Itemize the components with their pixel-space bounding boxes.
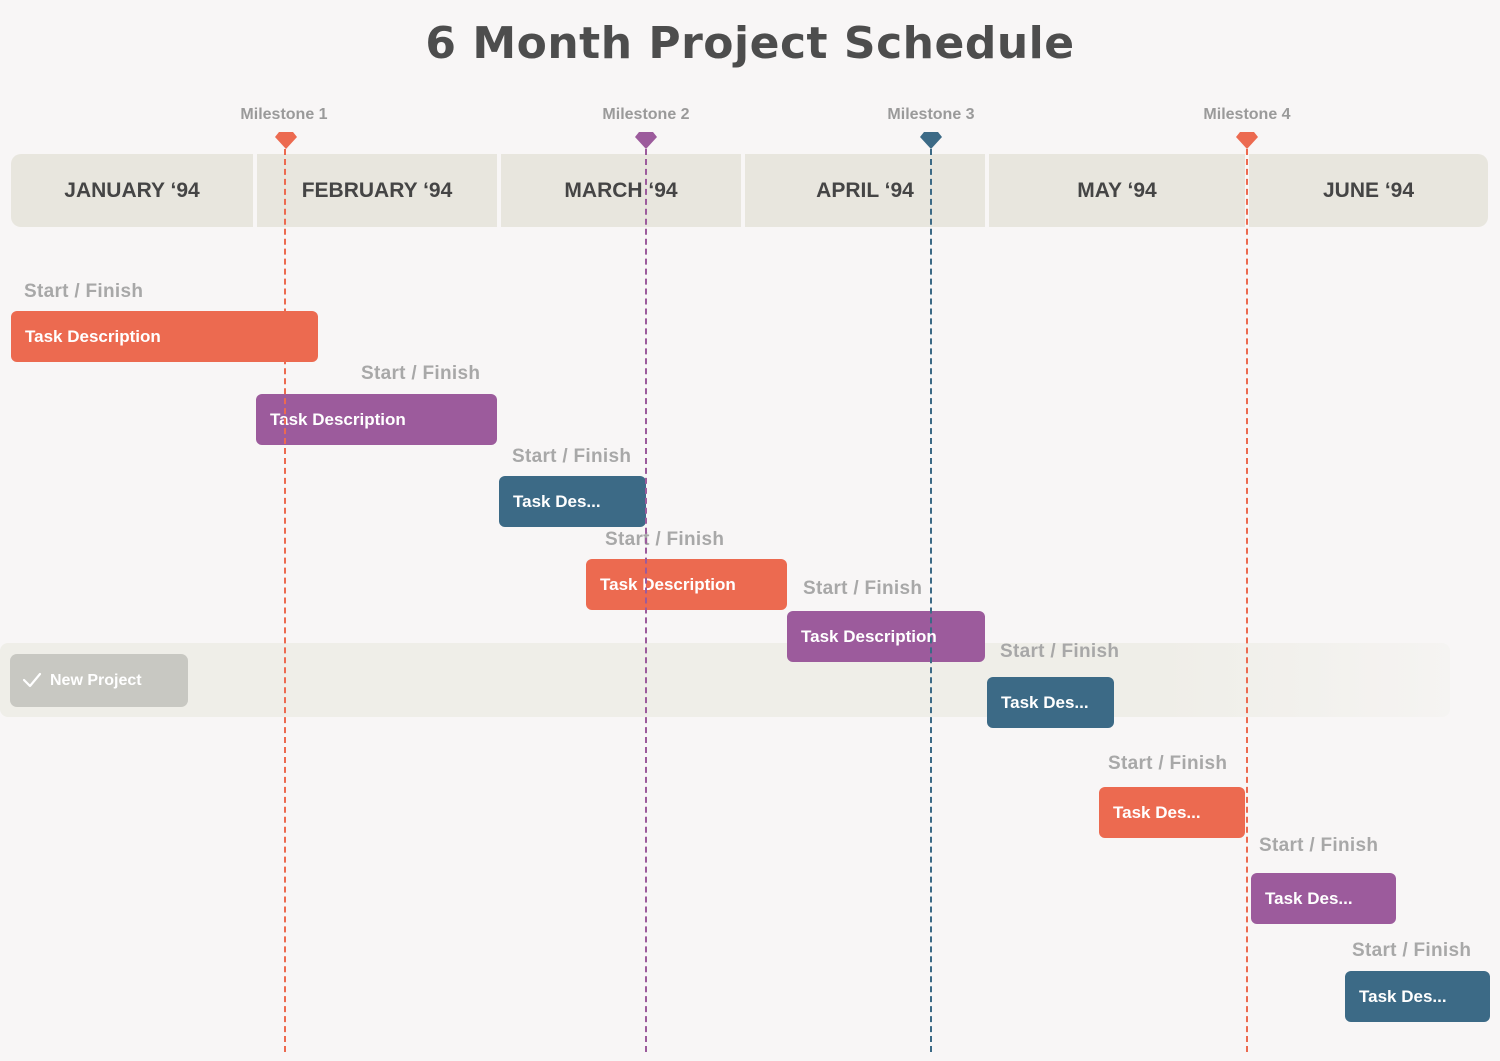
task-bar-1[interactable]: Task Description [11, 311, 318, 362]
milestone-3-marker-icon[interactable] [920, 132, 942, 149]
page-title: 6 Month Project Schedule [425, 18, 1075, 69]
milestone-2-label: Milestone 2 [602, 106, 690, 123]
task-4-dates: Start / Finish [605, 529, 725, 550]
new-project-label: New Project [50, 672, 142, 689]
month-divider [985, 154, 989, 227]
milestone-4-label: Milestone 4 [1203, 106, 1291, 123]
milestone-1-marker-icon[interactable] [275, 132, 297, 149]
month-january: JANUARY ‘94 [64, 179, 200, 202]
task-bar-8[interactable]: Task Des... [1251, 873, 1396, 924]
milestone-1-line [284, 149, 286, 1052]
month-june: JUNE ‘94 [1322, 179, 1415, 202]
milestone-1-label: Milestone 1 [240, 106, 328, 123]
task-bar-9[interactable]: Task Des... [1345, 971, 1490, 1022]
task-bar-4[interactable]: Task Description [586, 559, 787, 610]
task-bar-3[interactable]: Task Des... [499, 476, 646, 527]
task-5-dates: Start / Finish [803, 578, 923, 599]
milestone-3-label: Milestone 3 [887, 106, 975, 123]
task-6-dates: Start / Finish [1000, 641, 1120, 662]
task-8-dates: Start / Finish [1259, 835, 1379, 856]
month-february: FEBRUARY ‘94 [301, 179, 453, 202]
month-march: MARCH ‘94 [564, 179, 678, 202]
task-3-dates: Start / Finish [512, 446, 632, 467]
new-project-button[interactable]: New Project [10, 654, 188, 707]
month-divider [253, 154, 257, 227]
task-7-dates: Start / Finish [1108, 753, 1228, 774]
month-may: MAY ‘94 [1077, 179, 1157, 202]
new-project-band [0, 643, 1450, 717]
task-bar-7[interactable]: Task Des... [1099, 787, 1245, 838]
task-bar-5[interactable]: Task Description [787, 611, 985, 662]
month-divider [497, 154, 501, 227]
milestone-2-marker-icon[interactable] [635, 132, 657, 149]
milestone-3-line [930, 149, 932, 1052]
milestone-4-line [1246, 149, 1248, 1052]
task-bar-6[interactable]: Task Des... [987, 677, 1114, 728]
month-divider [741, 154, 745, 227]
month-april: APRIL ‘94 [816, 179, 914, 202]
milestone-4-marker-icon[interactable] [1236, 132, 1258, 149]
check-icon [22, 672, 42, 688]
task-1-dates: Start / Finish [24, 281, 144, 302]
task-bar-2[interactable]: Task Description [256, 394, 497, 445]
milestone-2-line [645, 149, 647, 1052]
task-9-dates: Start / Finish [1352, 940, 1472, 961]
month-header-bar: JANUARY ‘94 FEBRUARY ‘94 MARCH ‘94 APRIL… [11, 154, 1488, 227]
task-2-dates: Start / Finish [361, 363, 481, 384]
